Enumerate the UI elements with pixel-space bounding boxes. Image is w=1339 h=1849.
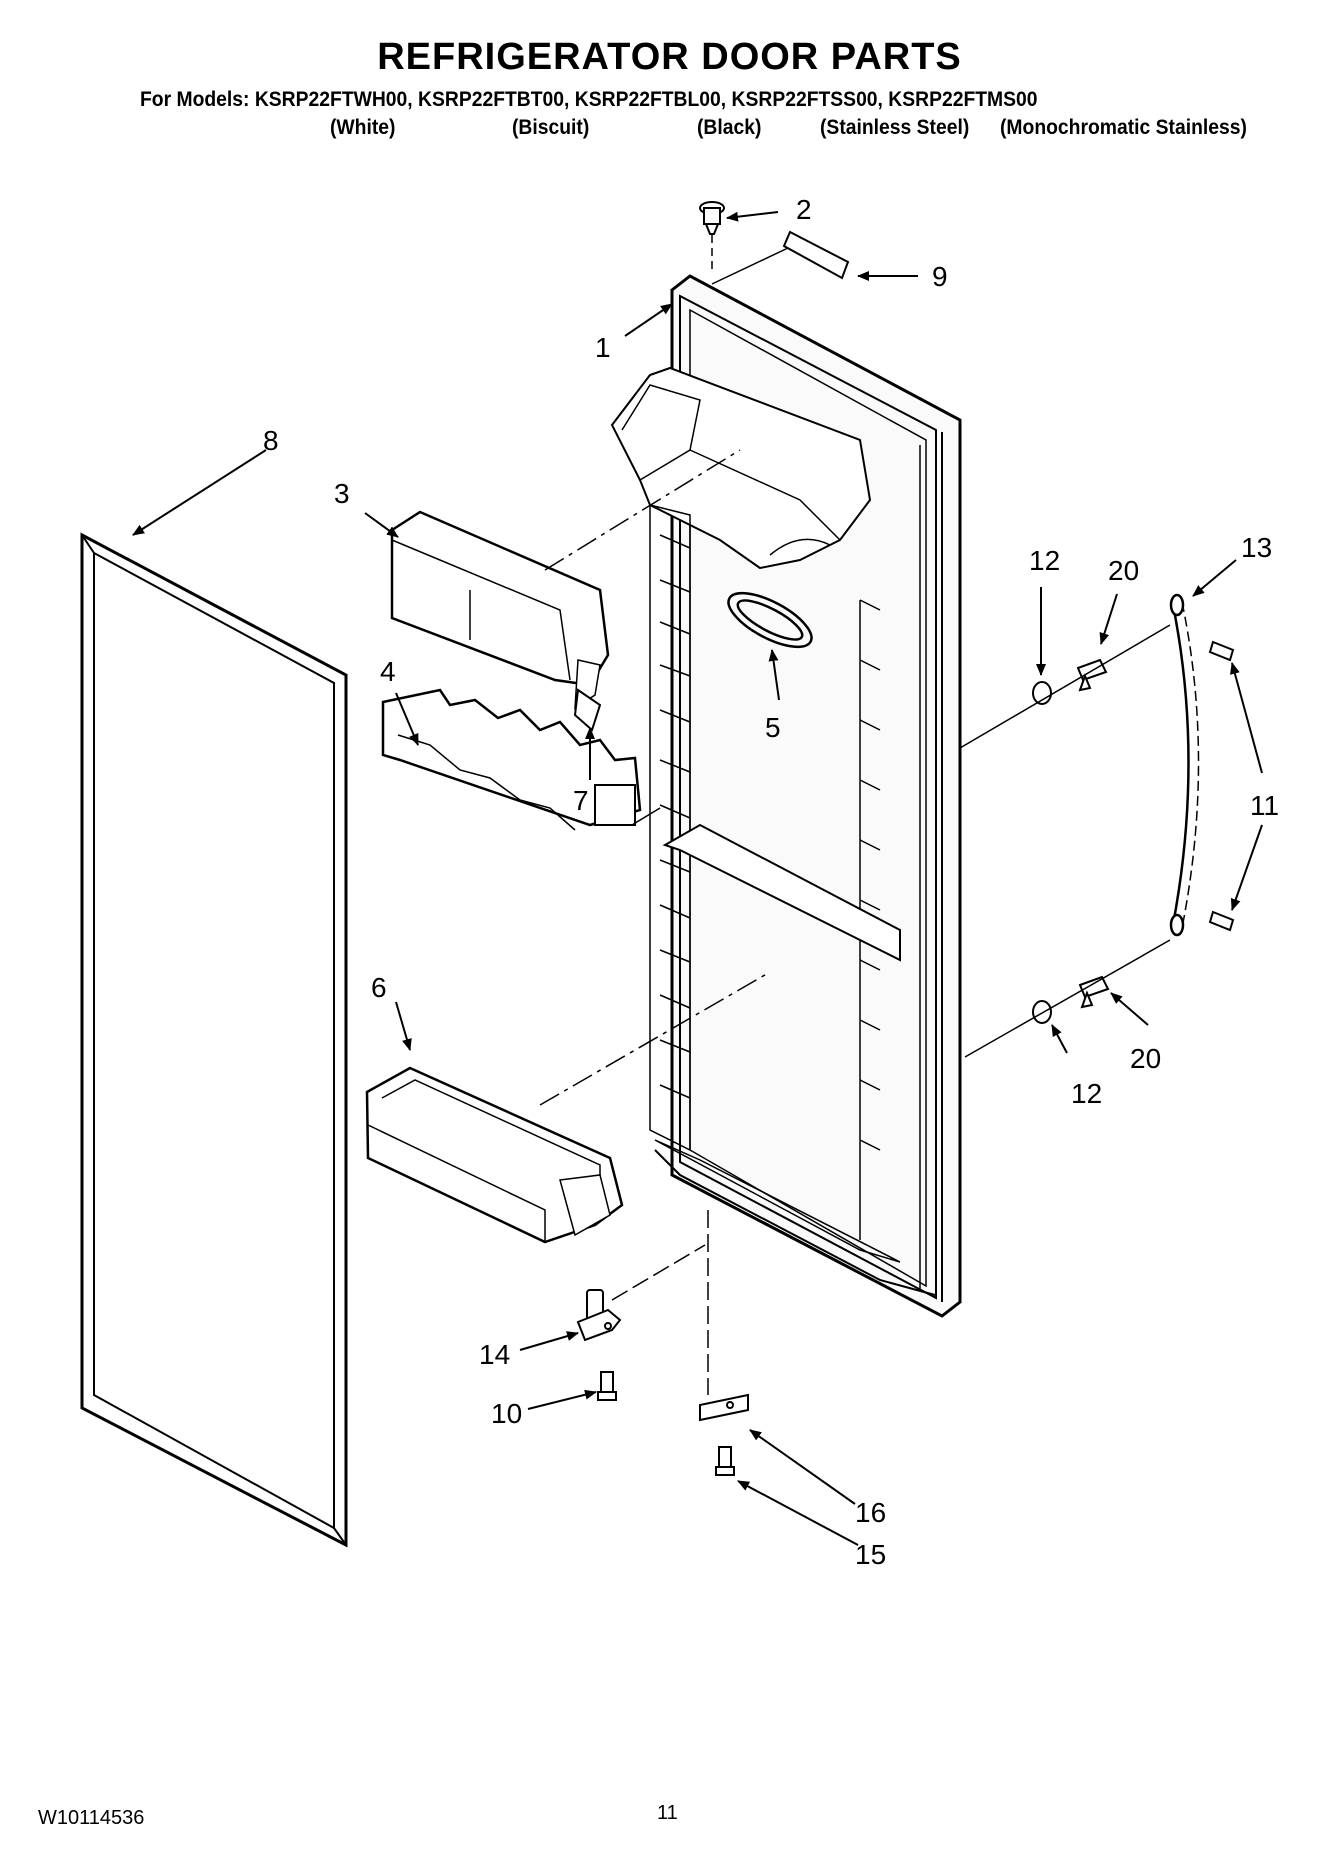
finish-white: (White) <box>330 116 396 139</box>
callout-20b: 20 <box>1130 1043 1161 1074</box>
finish-black: (Black) <box>697 116 762 139</box>
callout-8: 8 <box>263 425 279 456</box>
arrow-6 <box>395 1001 412 1051</box>
page-number: 11 <box>657 1802 678 1824</box>
door-handle-part-13 <box>1169 593 1200 937</box>
arrow-2 <box>726 211 779 222</box>
stud-part-20 <box>1076 658 1110 1009</box>
dairy-ring-part <box>727 591 813 649</box>
leader-lower-handle <box>964 939 1171 1058</box>
callout-labels: 2 9 1 8 3 4 7 5 6 12 20 13 11 20 12 14 1… <box>263 194 1279 1570</box>
arrow-15 <box>737 1480 859 1546</box>
page-title: REFRIGERATOR DOOR PARTS <box>377 36 962 78</box>
screw-part-15 <box>715 1446 735 1476</box>
callout-15: 15 <box>855 1539 886 1570</box>
set-screw-part-11 <box>1208 640 1235 932</box>
arrow-16 <box>749 1429 856 1505</box>
callout-14: 14 <box>479 1339 510 1370</box>
callout-1: 1 <box>595 332 611 363</box>
arrow-5 <box>768 649 780 701</box>
arrow-3 <box>364 512 399 538</box>
door-gasket-part <box>80 532 348 1548</box>
callout-2: 2 <box>796 194 812 225</box>
arrow-12b <box>1051 1024 1068 1054</box>
hinge-bracket-part-16 <box>699 1393 749 1422</box>
arrow-20b <box>1110 992 1149 1026</box>
callout-16: 16 <box>855 1497 886 1528</box>
hinge-part-14 <box>576 1289 622 1342</box>
finish-biscuit: (Biscuit) <box>512 116 590 139</box>
callout-12b: 12 <box>1071 1078 1102 1109</box>
arrow-13 <box>1192 559 1237 597</box>
finish-monochromatic: (Monochromatic Stainless) <box>1000 116 1247 139</box>
arrow-4 <box>395 692 419 746</box>
callout-3: 3 <box>334 478 350 509</box>
arrow-20a <box>1099 593 1118 645</box>
callout-arrows <box>132 211 1263 1546</box>
callout-9: 9 <box>932 261 948 292</box>
screw-part-10 <box>597 1371 617 1401</box>
arrow-1 <box>624 303 673 337</box>
leader-upper-handle <box>959 624 1171 749</box>
models-line: For Models: KSRP22FTWH00, KSRP22FTBT00, … <box>140 88 1038 111</box>
callout-4: 4 <box>380 656 396 687</box>
clip-part-7 <box>573 688 602 732</box>
screw-part-2 <box>699 201 725 270</box>
can-rack-part-4 <box>381 688 642 831</box>
spacer-part-12 <box>1032 681 1052 1024</box>
shelf-cover-part-3 <box>390 510 610 710</box>
finish-stainless: (Stainless Steel) <box>820 116 970 139</box>
leader-6 <box>539 971 771 1106</box>
leader-3 <box>544 449 741 571</box>
callout-12a: 12 <box>1029 545 1060 576</box>
door-bin-part-6 <box>365 1066 624 1244</box>
leader-14 <box>611 1244 706 1301</box>
callout-13: 13 <box>1241 532 1272 563</box>
arrow-11a <box>1230 662 1263 774</box>
label-part-9 <box>711 230 850 285</box>
callout-7: 7 <box>573 785 589 816</box>
arrow-8 <box>132 449 267 536</box>
callout-11: 11 <box>1250 790 1279 821</box>
callout-10: 10 <box>491 1398 522 1429</box>
leader-4 <box>631 807 661 826</box>
callout-5: 5 <box>765 712 781 743</box>
document-number: W10114536 <box>38 1807 145 1829</box>
arrow-11b <box>1230 824 1263 911</box>
door-liner-part <box>610 274 962 1318</box>
callout-6: 6 <box>371 972 387 1003</box>
callout-20a: 20 <box>1108 555 1139 586</box>
arrow-10 <box>527 1389 597 1410</box>
arrow-14 <box>519 1331 579 1351</box>
